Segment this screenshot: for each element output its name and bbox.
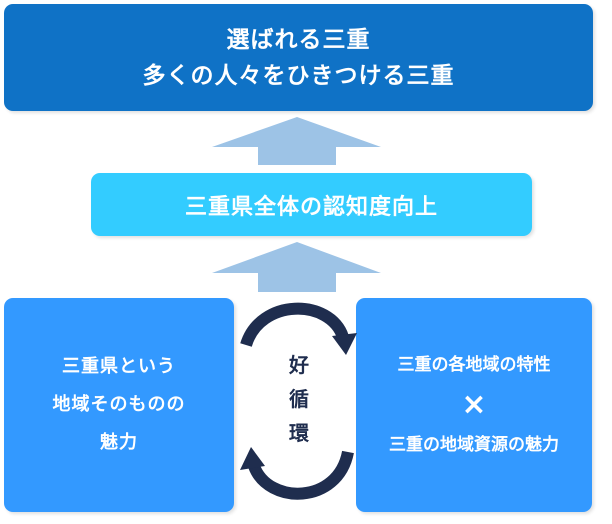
regional-features-box: 三重の各地域の特性 × 三重の地域資源の魅力 xyxy=(356,298,592,512)
prefecture-appeal-box: 三重県という 地域そのものの 魅力 xyxy=(4,298,234,512)
cycle-char-2: 循 xyxy=(289,387,309,411)
prefecture-appeal-line-1: 三重県という xyxy=(62,356,176,377)
virtuous-cycle-label: 好 循 環 xyxy=(276,348,322,450)
up-arrow-lower xyxy=(212,242,381,292)
regional-features-line-2: 三重の地域資源の魅力 xyxy=(389,435,559,455)
awareness-label: 三重県全体の認知度向上 xyxy=(184,194,438,220)
multiply-icon: × xyxy=(461,387,487,422)
cycle-arrow-bottom xyxy=(248,450,354,500)
goal-line-1: 選ばれる三重 xyxy=(226,26,371,53)
cycle-arrow-top xyxy=(240,302,349,348)
cycle-arrowhead-top-icon xyxy=(332,333,357,355)
cycle-char-1: 好 xyxy=(289,353,309,377)
awareness-box: 三重県全体の認知度向上 xyxy=(91,173,532,236)
cycle-arrowhead-bottom-icon xyxy=(240,447,265,470)
prefecture-appeal-line-3: 魅力 xyxy=(100,432,138,453)
regional-features-line-1: 三重の各地域の特性 xyxy=(397,355,551,375)
cycle-char-3: 環 xyxy=(289,421,309,445)
goal-box: 選ばれる三重 多くの人々をひきつける三重 xyxy=(4,4,593,111)
prefecture-appeal-line-2: 地域そのものの xyxy=(52,394,186,415)
up-arrow-upper xyxy=(212,117,381,165)
goal-line-2: 多くの人々をひきつける三重 xyxy=(142,62,455,89)
